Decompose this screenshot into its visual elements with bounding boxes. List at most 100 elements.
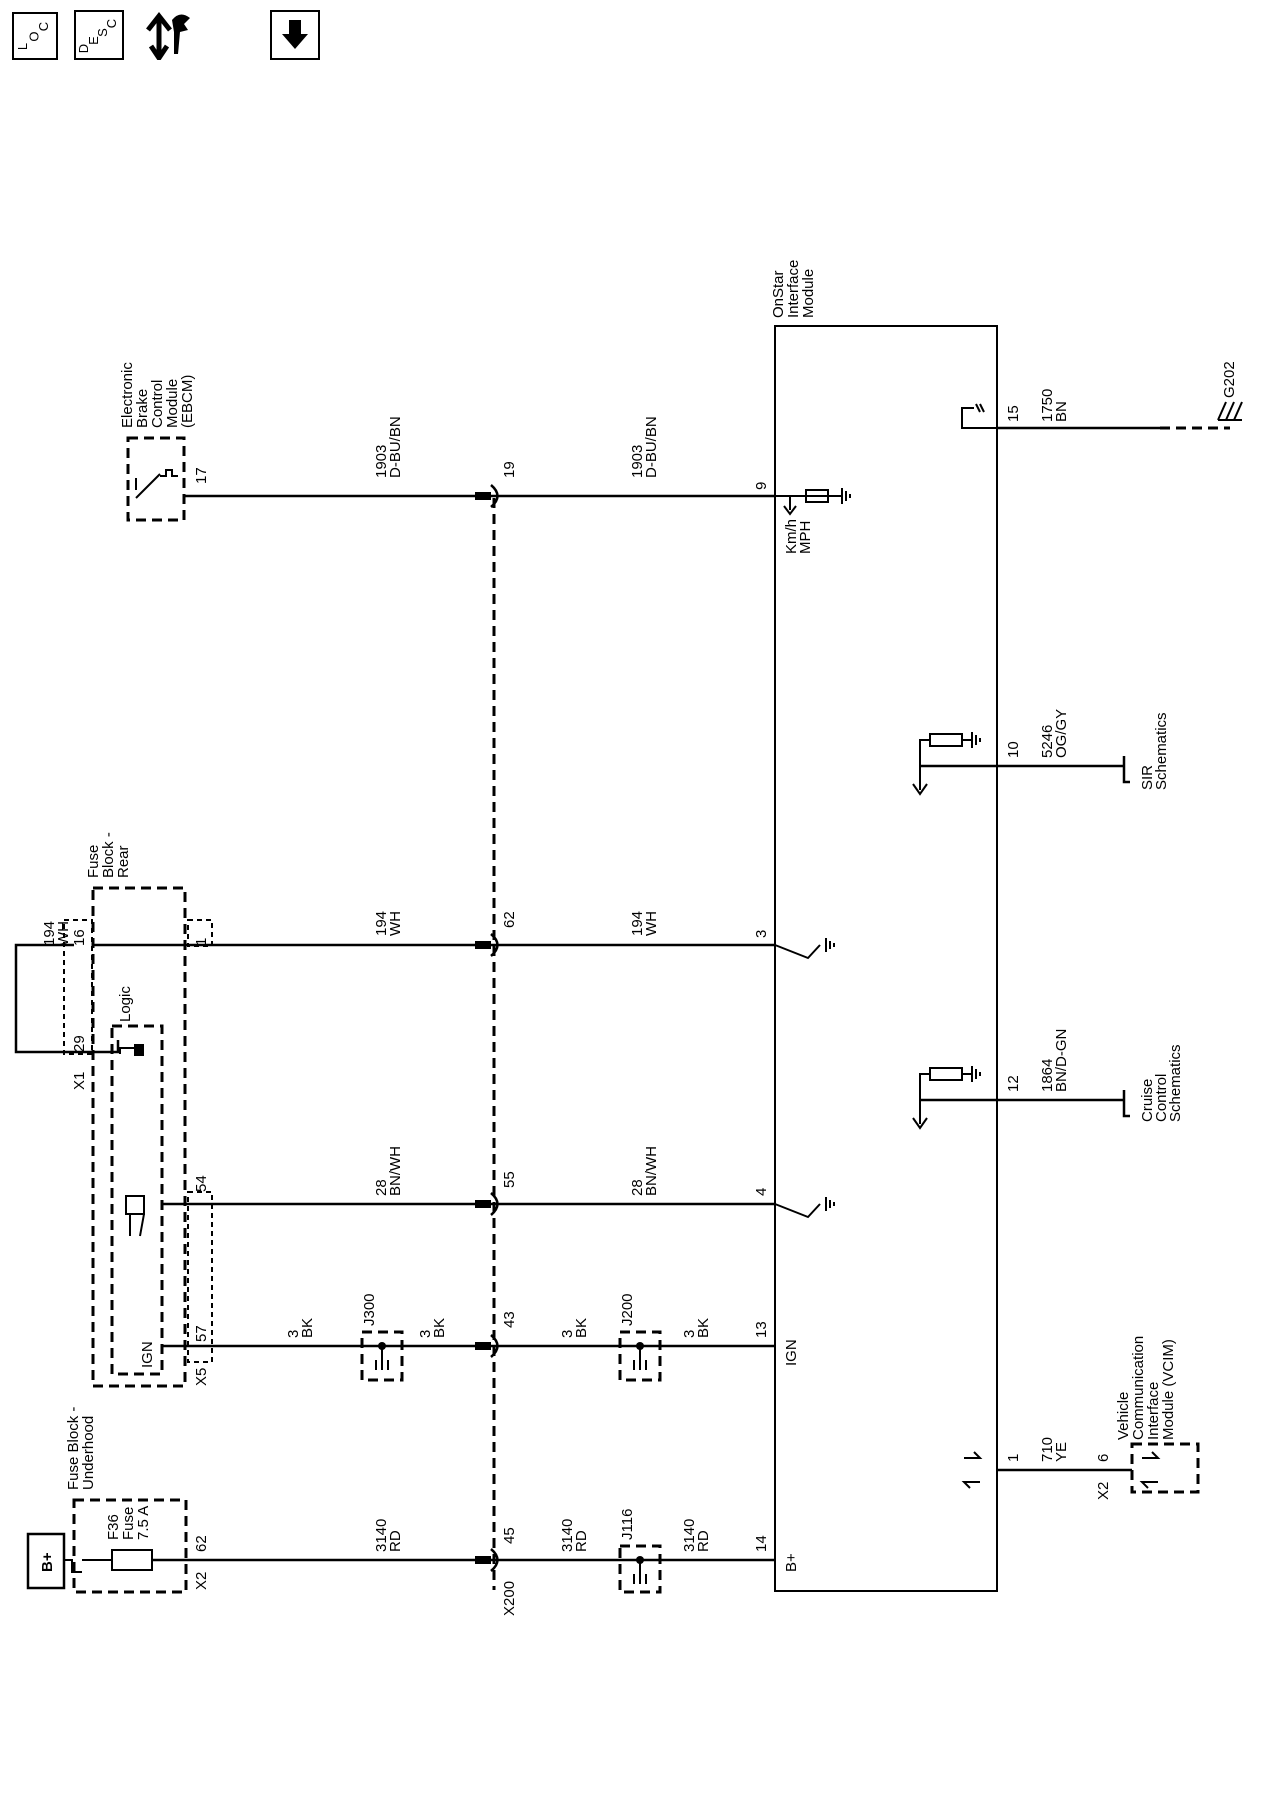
wire-194-label-b-1: 194 <box>629 911 646 936</box>
repair-button[interactable] <box>140 6 194 63</box>
vcim-box <box>1130 1442 1200 1494</box>
wire-3-label-b-1: 3 <box>417 1330 434 1338</box>
onstar-pin-12: 12 <box>1005 1075 1022 1092</box>
vcim-connector-label: X2 <box>1095 1482 1112 1500</box>
onstar-pin-14: 14 <box>753 1535 770 1552</box>
pin12-resistor-ground <box>919 1066 981 1100</box>
wire-5246-label-2: OG/GY <box>1053 709 1070 758</box>
fuse-block-rear-connector-16 <box>63 919 93 1055</box>
ebcm-box <box>126 436 186 522</box>
pin9-arrow-icon <box>783 496 797 516</box>
ebcm-label-1: Electronic <box>119 362 136 428</box>
sir-label-1: SIR <box>1139 765 1156 790</box>
x200-pin-62: 62 <box>501 911 518 928</box>
fuse-label-2: Fuse <box>120 1507 137 1540</box>
fuse-block-underhood-label-2: Underhood <box>80 1416 97 1490</box>
onstar-pin-1: 1 <box>1005 1454 1022 1462</box>
wire-194-loop-label-1: 194 <box>41 921 58 946</box>
splice-j200-label: J200 <box>619 1293 636 1326</box>
cruise-label-2: Control <box>1153 1074 1170 1122</box>
fuse-block-rear-connector-57 <box>187 1191 213 1363</box>
pin15-internal-ground-icon <box>961 403 997 429</box>
wire-1903-label-b-2: D-BU/BN <box>643 416 660 478</box>
onstar-pin-10: 10 <box>1005 741 1022 758</box>
vcim-label-1: Vehicle <box>1115 1392 1132 1440</box>
pin10-resistor <box>929 733 963 747</box>
fuse-block-underhood-pin-62: 62 <box>193 1535 210 1552</box>
vcim-label-2: Communication <box>1130 1336 1147 1440</box>
kmh-label-1: Km/h <box>783 519 800 554</box>
pin12-resistor <box>929 1067 963 1081</box>
ebcm-pin-17: 17 <box>193 467 210 484</box>
x200-connector-label: X200 <box>501 1581 518 1616</box>
x200-pin-19: 19 <box>501 461 518 478</box>
onstar-pin-4: 4 <box>753 1188 770 1196</box>
wire-3-label-d-1: 3 <box>681 1330 698 1338</box>
onstar-module-label-3: Module <box>800 269 817 318</box>
pin10-resistor-ground <box>919 732 981 766</box>
wire-3-label-c-1: 3 <box>559 1330 576 1338</box>
x2-connector-label: X2 <box>193 1572 210 1590</box>
ign-inner-label: IGN <box>139 1341 156 1368</box>
x200-pin-43: 43 <box>501 1311 518 1328</box>
wire-1864-label-2: BN/D-GN <box>1053 1029 1070 1092</box>
sir-label-2: Schematics <box>1153 712 1170 790</box>
wire-1750-label-1: 1750 <box>1039 389 1056 422</box>
desc-button[interactable]: D E S C <box>74 10 124 60</box>
pin4-switch-icon <box>774 1197 835 1219</box>
wire-194-label-a-2: WH <box>387 911 404 936</box>
fuse-label-1: F36 <box>105 1514 122 1540</box>
wire-28-label-a-1: 28 <box>373 1179 390 1196</box>
x5-connector-label: X5 <box>193 1368 210 1386</box>
fuse-label-3: 7.5 A <box>135 1506 152 1540</box>
down-arrow-button[interactable] <box>270 10 320 60</box>
fuse-block-rear-connector-1 <box>187 919 213 947</box>
wire-3140-label-a-2: RD <box>387 1530 404 1552</box>
ebcm-label-4: Module <box>164 379 181 428</box>
wire-28-label-b-1: 28 <box>629 1179 646 1196</box>
wire-194-loop <box>14 943 120 1054</box>
splice-j200-box <box>618 1330 662 1382</box>
wire-1903-label-a-1: 1903 <box>373 445 390 478</box>
onstar-pin-9: 9 <box>753 482 770 490</box>
ebcm-pulse-symbol <box>160 469 178 477</box>
onstar-module-label-1: OnStar <box>770 270 787 318</box>
onstar-pin-3: 3 <box>753 930 770 938</box>
relay-symbol <box>125 1195 145 1237</box>
wire-3140-label-b-2: RD <box>573 1530 590 1552</box>
wire-3-label-b-2: BK <box>431 1318 448 1338</box>
wire-194-label-a-1: 194 <box>373 911 390 936</box>
fuse-block-rear-label-2: Block - <box>100 832 117 878</box>
fuse-f36-symbol <box>111 1549 153 1571</box>
ebcm-label-2: Brake <box>134 389 151 428</box>
vcim-pin-6: 6 <box>1095 1454 1112 1462</box>
x200-pin-55: 55 <box>501 1171 518 1188</box>
fuse-block-rear-pin-1: 1 <box>193 938 210 946</box>
fuse-block-underhood-box <box>72 1498 188 1594</box>
loc-button[interactable]: L O C <box>12 12 58 60</box>
wire-5246-label-1: 5246 <box>1039 725 1056 758</box>
fuse-block-rear-pin-57: 57 <box>193 1325 210 1342</box>
fuse-block-rear-label-3: Rear <box>115 845 132 878</box>
cruise-label-1: Cruise <box>1139 1079 1156 1122</box>
wire-3-label-a-1: 3 <box>285 1330 302 1338</box>
repair-icon <box>146 11 190 63</box>
fuse-block-rear-label-1: Fuse <box>85 845 102 878</box>
onstar-module-label-2: Interface <box>785 260 802 318</box>
wire-1903-label-b-1: 1903 <box>629 445 646 478</box>
fuse-block-rear-pin-16: 16 <box>71 929 88 946</box>
onstar-ign-label: IGN <box>783 1339 800 1366</box>
wire-1864-label-1: 1864 <box>1039 1059 1056 1092</box>
pin12-arrow-icon <box>912 1100 928 1130</box>
bplus-source-label: B+ <box>39 1552 56 1572</box>
g202-label: G202 <box>1221 361 1238 398</box>
x200-pin-symbols <box>475 484 499 1572</box>
wire-194-loop-label-2: WH <box>55 921 72 946</box>
vcim-bidirectional-icon <box>1139 1451 1161 1489</box>
pin1-bidirectional-icon <box>961 1451 983 1489</box>
pin9-ground-icon <box>828 488 851 504</box>
fuse-block-rear-box <box>91 886 187 1388</box>
onstar-pin-15: 15 <box>1005 405 1022 422</box>
splice-j116-label: J116 <box>619 1509 636 1540</box>
